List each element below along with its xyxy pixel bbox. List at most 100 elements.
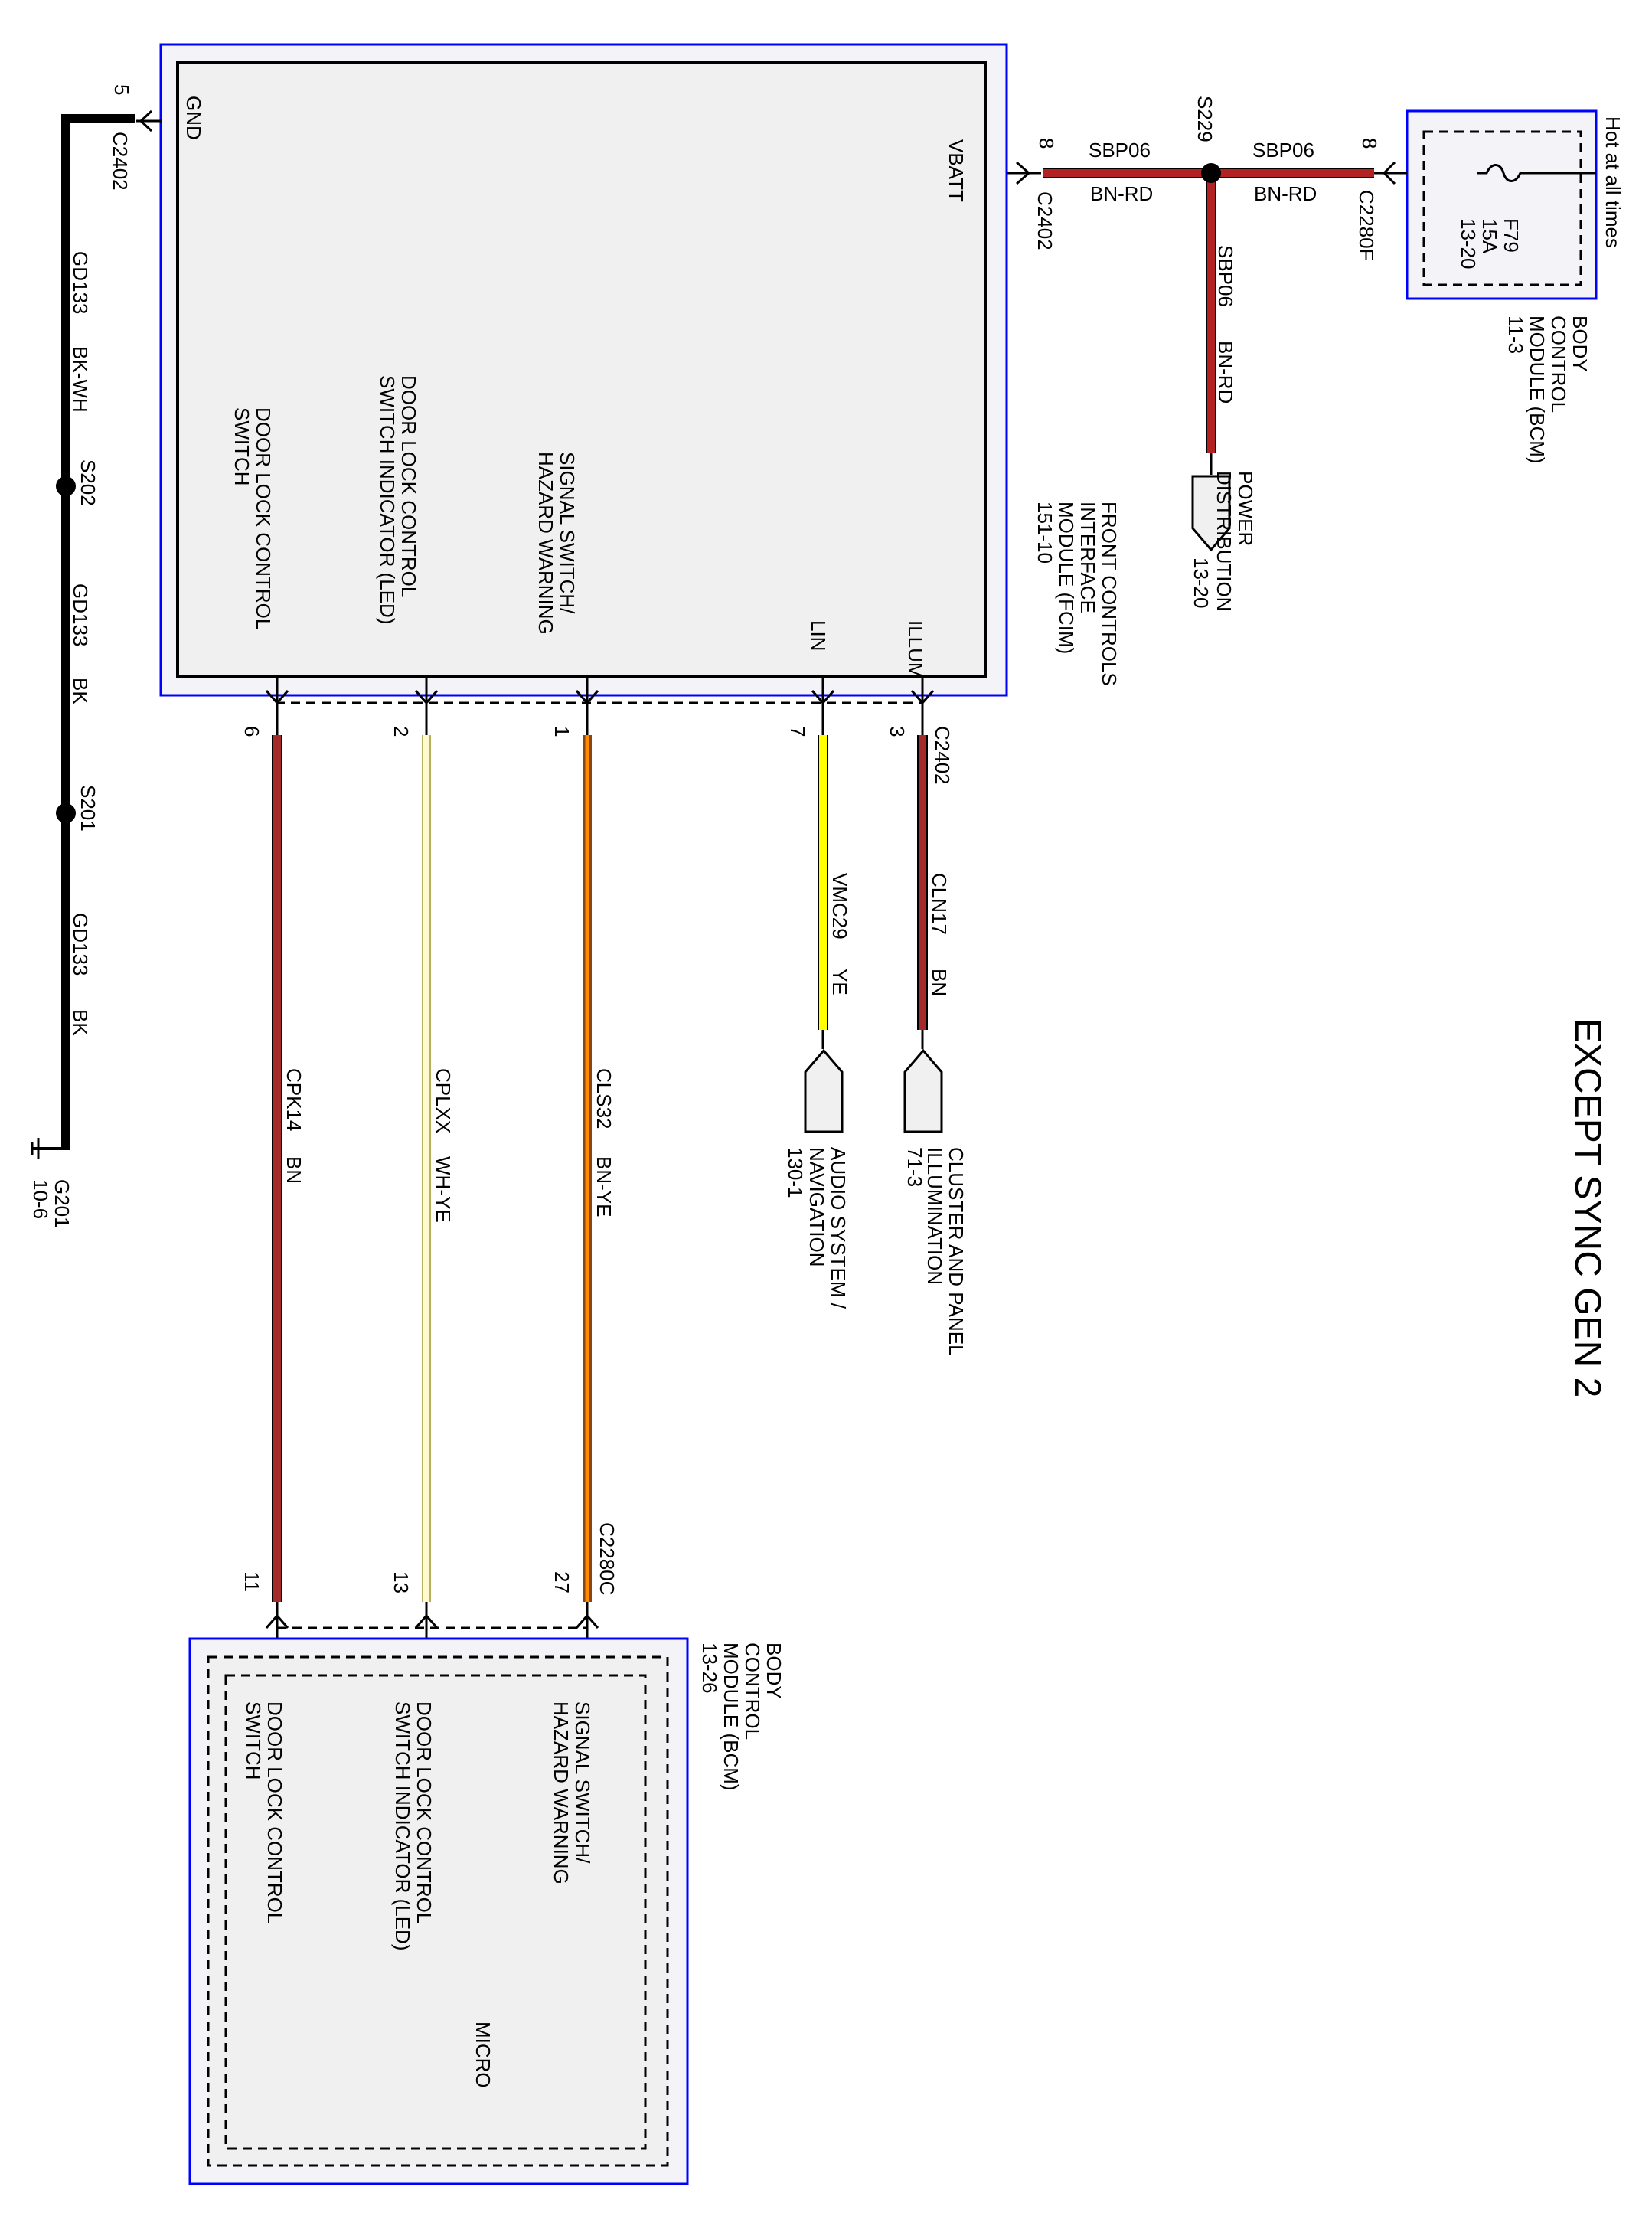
svg-text:AUDIO SYSTEM /: AUDIO SYSTEM /	[827, 1147, 850, 1309]
diagram-title: EXCEPT SYNC GEN 2	[1567, 1018, 1608, 1397]
sbp06-left-circuit: SBP06	[1089, 139, 1151, 162]
vbatt-connector-label: C2402	[1033, 191, 1056, 250]
gnd-connector-label: C2402	[109, 132, 132, 191]
svg-text:NAVIGATION: NAVIGATION	[805, 1147, 828, 1267]
vmc29-circuit-label: VMC29	[828, 873, 851, 940]
fcim-gnd-label: GND	[182, 96, 205, 140]
sbp06-feed-wire	[1007, 161, 1407, 475]
svg-text:MODULE (FCIM): MODULE (FCIM)	[1055, 502, 1078, 654]
fcim-module	[159, 43, 1008, 697]
audio-navigation-label: AUDIO SYSTEM / NAVIGATION	[805, 1147, 850, 1309]
svg-text:HAZARD WARNING: HAZARD WARNING	[534, 452, 557, 635]
fuse-pin-number: 8	[1358, 138, 1381, 149]
svg-text:G201: G201	[51, 1179, 73, 1228]
svg-text:FRONT CONTROLS: FRONT CONTROLS	[1098, 502, 1121, 686]
bcm-switch-label: DOOR LOCK CONTROL SWITCH	[242, 1701, 286, 1923]
c2280c-connector-label: C2280C	[596, 1522, 619, 1595]
cluster-illumination-label: CLUSTER AND PANEL ILLUMINATION	[923, 1147, 968, 1356]
svg-text:BODY: BODY	[1569, 315, 1592, 372]
svg-text:DOOR LOCK CONTROL: DOOR LOCK CONTROL	[263, 1701, 286, 1923]
gd133-seg3-color: BK	[69, 1009, 92, 1036]
cls32-wire	[575, 677, 599, 1691]
fcim-signal-label: SIGNAL SWITCH/ HAZARD WARNING	[534, 452, 579, 635]
svg-text:DOOR LOCK CONTROL: DOOR LOCK CONTROL	[397, 375, 420, 597]
sbp06-vertical-color: BN-RD	[1214, 341, 1237, 404]
lin-pin-number: 7	[786, 726, 809, 737]
svg-text:SIGNAL SWITCH/: SIGNAL SWITCH/	[556, 452, 579, 614]
bcm-led-label: DOOR LOCK CONTROL SWITCH INDICATOR (LED)	[391, 1701, 436, 1950]
cpk14-wire	[265, 677, 289, 1691]
fcim-switch-label: DOOR LOCK CONTROL SWITCH	[230, 407, 275, 629]
svg-text:11-3: 11-3	[1504, 315, 1527, 354]
illum-pin-number: 3	[886, 726, 909, 737]
vmc29-color-label: YE	[828, 969, 851, 995]
splice-s202-label: S202	[77, 459, 100, 506]
bcm-switch-pin-number: 11	[240, 1571, 263, 1592]
svg-text:151-10: 151-10	[1033, 502, 1056, 564]
bcm-micro-label: MICRO	[472, 2022, 495, 2088]
signal-pin-number: 1	[550, 726, 573, 737]
svg-text:15A: 15A	[1478, 218, 1501, 254]
fcim-illum-label: ILLUM	[904, 620, 927, 679]
vbatt-pin-number: 8	[1035, 138, 1058, 149]
cpk14-circuit-label: CPK14	[282, 1068, 305, 1131]
cln17-circuit-label: CLN17	[928, 873, 951, 935]
cplxx-color-label: WH-YE	[432, 1156, 455, 1223]
audio-navigation-ref: 130-1	[784, 1147, 807, 1198]
cls32-color-label: BN-YE	[593, 1156, 615, 1217]
splice-s201-label: S201	[77, 785, 100, 832]
splice-s229	[1201, 163, 1221, 183]
splice-s201	[56, 803, 76, 823]
fcim-label: FRONT CONTROLS INTERFACE MODULE (FCIM) 1…	[1033, 502, 1121, 686]
bcm-module	[188, 1637, 689, 2185]
gd133-seg2-circuit: GD133	[69, 583, 92, 646]
gd133-seg3-circuit: GD133	[69, 913, 92, 976]
vmc29-wire	[811, 677, 835, 1049]
cluster-illumination-tag	[903, 1048, 943, 1133]
svg-text:POWER: POWER	[1234, 471, 1257, 546]
fuse-symbol	[1477, 164, 1583, 182]
cln17-wire	[910, 677, 935, 1049]
svg-text:SWITCH: SWITCH	[230, 407, 253, 486]
svg-text:DISTRIBUTION: DISTRIBUTION	[1213, 471, 1236, 611]
power-distribution-tag	[1191, 475, 1231, 552]
gd133-seg1-color: BK-WH	[69, 346, 92, 413]
fcim-led-label: DOOR LOCK CONTROL SWITCH INDICATOR (LED)	[376, 375, 420, 624]
cln17-color-label: BN	[928, 969, 951, 996]
sbp06-right-circuit: SBP06	[1252, 139, 1314, 162]
bcm-fuse-module-label: BODY CONTROL MODULE (BCM) 11-3	[1504, 315, 1592, 464]
svg-text:CLUSTER AND PANEL: CLUSTER AND PANEL	[945, 1147, 968, 1356]
gnd-pin-number: 5	[110, 84, 133, 95]
power-distribution-label: POWER DISTRIBUTION	[1213, 471, 1257, 611]
fcim-vbatt-label: VBATT	[945, 139, 968, 202]
gd133-seg2-color: BK	[69, 678, 92, 704]
cplxx-circuit-label: CPLXX	[432, 1068, 455, 1133]
svg-text:MODULE (BCM): MODULE (BCM)	[1526, 315, 1549, 464]
bcm-signal-pin-number: 27	[550, 1571, 573, 1593]
cls32-circuit-label: CLS32	[593, 1068, 615, 1129]
switch-pin-number: 6	[240, 726, 263, 737]
svg-text:INTERFACE: INTERFACE	[1076, 502, 1099, 613]
cluster-illumination-ref: 71-3	[903, 1147, 926, 1187]
svg-text:SIGNAL SWITCH/: SIGNAL SWITCH/	[571, 1701, 594, 1864]
ground-g201-label: G201 10-6	[29, 1179, 73, 1228]
bcm-led-pin-number: 13	[390, 1571, 413, 1593]
fcim-lin-label: LIN	[807, 620, 830, 651]
c2402-lower-label: C2402	[931, 726, 954, 785]
svg-text:F79: F79	[1500, 218, 1523, 253]
gd133-seg1-circuit: GD133	[69, 251, 92, 314]
svg-text:DOOR LOCK CONTROL: DOOR LOCK CONTROL	[413, 1701, 436, 1923]
splice-s202	[56, 476, 76, 496]
sbp06-right-color: BN-RD	[1254, 182, 1317, 205]
bcm-fuse-box	[1406, 109, 1598, 300]
svg-text:10-6: 10-6	[29, 1179, 52, 1219]
fuse-f79-label: F79 15A 13-20	[1457, 218, 1523, 270]
svg-text:CONTROL: CONTROL	[741, 1642, 764, 1740]
cpk14-color-label: BN	[282, 1156, 305, 1184]
svg-text:DOOR LOCK CONTROL: DOOR LOCK CONTROL	[252, 407, 275, 629]
svg-text:SWITCH INDICATOR (LED): SWITCH INDICATOR (LED)	[391, 1701, 414, 1950]
ground-wire	[31, 109, 162, 1159]
svg-text:13-26: 13-26	[698, 1642, 721, 1694]
svg-text:HAZARD WARNING: HAZARD WARNING	[550, 1701, 573, 1884]
